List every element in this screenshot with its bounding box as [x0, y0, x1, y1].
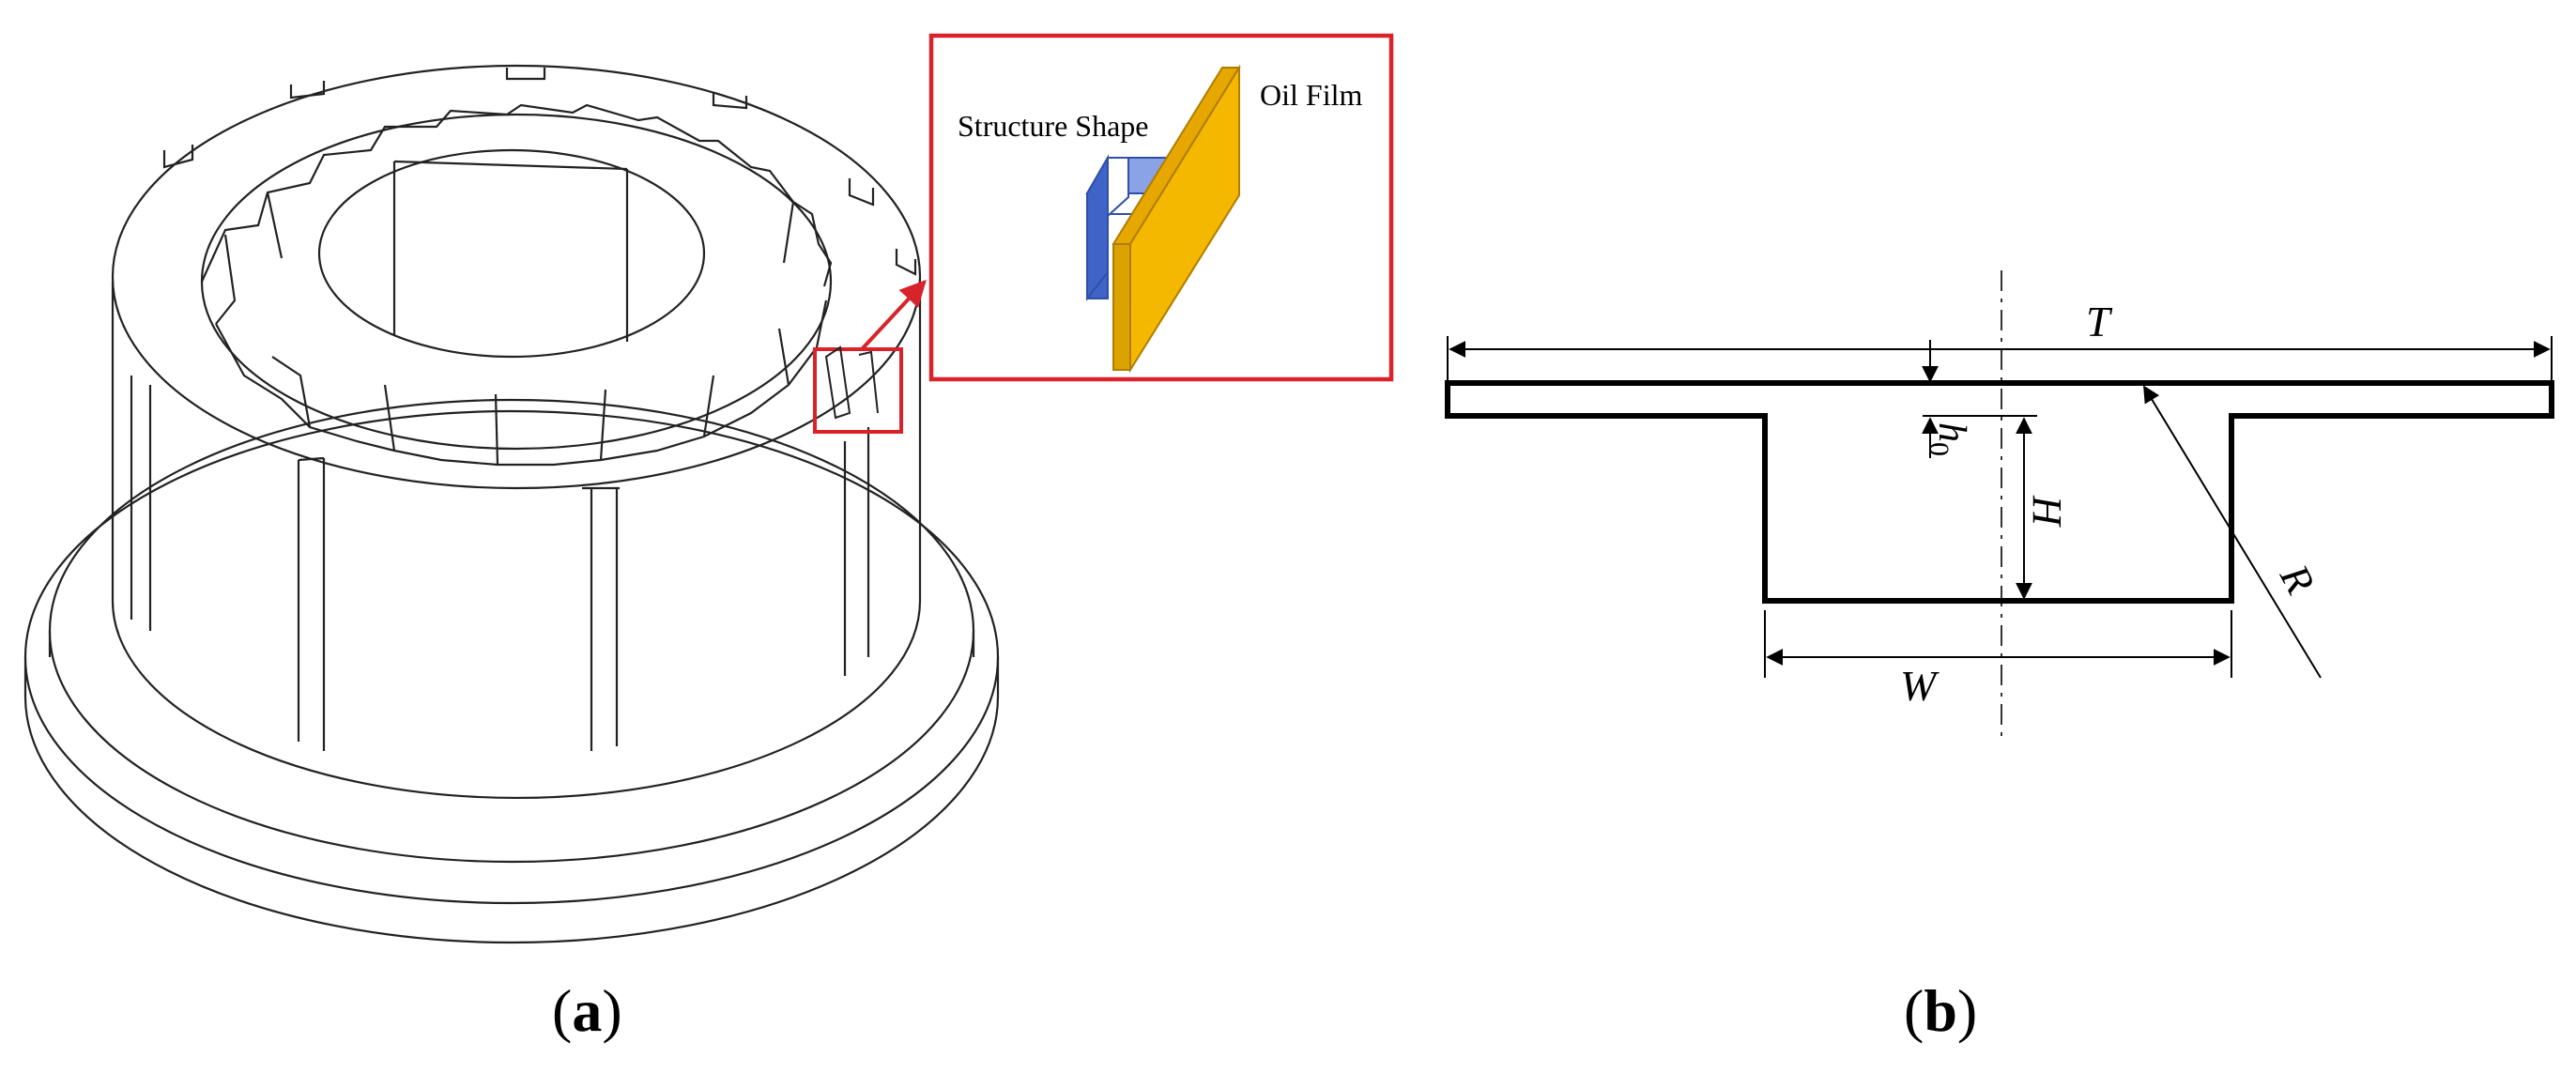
cylinder-body: [111, 282, 922, 800]
cross-section-profile: [1445, 380, 2554, 604]
central-bore: [317, 148, 706, 359]
oil-film-glyph: [1112, 64, 1241, 374]
dim-label-h: H: [2024, 495, 2070, 528]
base-flange: [23, 398, 1000, 944]
caption-a: (a): [552, 977, 622, 1044]
inset-leader-arrow: [860, 279, 927, 351]
panel-a-drawing: [23, 64, 1000, 944]
dim-label-t: T: [2086, 298, 2113, 345]
label-structure-shape: Structure Shape: [958, 109, 1149, 143]
top-ring: [111, 64, 922, 490]
dim-line-r: [2143, 385, 2322, 679]
dim-label-r: R: [2271, 557, 2323, 602]
inner-crown: [200, 103, 833, 467]
structure-shape-glyph: [1085, 154, 1177, 301]
inset: Structure Shape Oil Film: [928, 33, 1394, 382]
label-oil-film: Oil Film: [1260, 78, 1362, 112]
caption-b: (b): [1904, 977, 1978, 1044]
dim-label-h0: h0: [1924, 422, 1973, 456]
panel-b-drawing: T h0 H R W: [1445, 270, 2554, 737]
dim-label-w: W: [1900, 662, 1940, 710]
highlight-box: [813, 347, 903, 434]
